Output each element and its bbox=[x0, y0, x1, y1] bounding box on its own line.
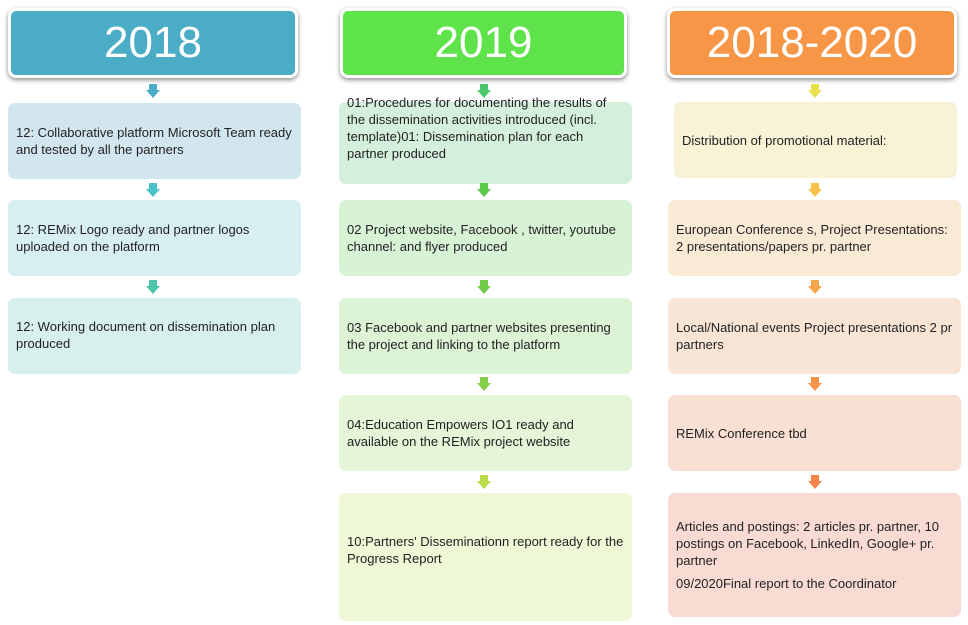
down-arrow-icon bbox=[808, 377, 822, 391]
down-arrow-icon bbox=[146, 280, 160, 294]
milestone-card: 04:Education Empowers IO1 ready and avai… bbox=[339, 395, 632, 471]
milestone-card: 03 Facebook and partner websites present… bbox=[339, 298, 632, 374]
milestone-card: 12: Collaborative platform Microsoft Tea… bbox=[8, 103, 301, 179]
column-header-2018-2020: 2018-2020 bbox=[667, 8, 957, 78]
down-arrow-icon bbox=[477, 475, 491, 489]
milestone-card: 12: REMix Logo ready and partner logos u… bbox=[8, 200, 301, 276]
milestone-card: European Conference s, Project Presentat… bbox=[668, 200, 961, 276]
milestone-card: 02 Project website, Facebook , twitter, … bbox=[339, 200, 632, 276]
milestone-text: 12: REMix Logo ready and partner logos u… bbox=[16, 222, 250, 254]
milestone-text: 12: Collaborative platform Microsoft Tea… bbox=[16, 125, 292, 157]
down-arrow-icon bbox=[146, 183, 160, 197]
milestone-text: Distribution of promotional material: bbox=[682, 132, 887, 148]
column-header-2018: 2018 bbox=[8, 8, 298, 78]
column-header-2019: 2019 bbox=[340, 8, 627, 78]
milestone-text: 04:Education Empowers IO1 ready and avai… bbox=[347, 417, 574, 449]
down-arrow-icon bbox=[477, 280, 491, 294]
milestone-text: Articles and postings: 2 articles pr. pa… bbox=[676, 519, 940, 568]
column-title: 2018-2020 bbox=[706, 18, 918, 67]
down-arrow-icon bbox=[146, 84, 160, 98]
milestone-card: 10:Partners' Disseminationn report ready… bbox=[339, 493, 632, 621]
down-arrow-icon bbox=[808, 475, 822, 489]
milestone-text: REMix Conference tbd bbox=[676, 425, 807, 441]
column-title: 2018 bbox=[104, 18, 202, 67]
milestone-text: 01:Procedures for documenting the result… bbox=[347, 95, 607, 161]
milestone-card: 12: Working document on dissemination pl… bbox=[8, 298, 301, 374]
down-arrow-icon bbox=[477, 183, 491, 197]
milestone-text: 03 Facebook and partner websites present… bbox=[347, 320, 611, 352]
down-arrow-icon bbox=[477, 84, 491, 98]
down-arrow-icon bbox=[808, 183, 822, 197]
down-arrow-icon bbox=[477, 377, 491, 391]
milestone-text: 10:Partners' Disseminationn report ready… bbox=[347, 534, 624, 566]
milestone-card: 01:Procedures for documenting the result… bbox=[339, 95, 632, 184]
milestone-text: 12: Working document on dissemination pl… bbox=[16, 319, 276, 351]
down-arrow-icon bbox=[808, 280, 822, 294]
column-title: 2019 bbox=[434, 18, 533, 67]
down-arrow-icon bbox=[808, 84, 822, 98]
milestone-text: 02 Project website, Facebook , twitter, … bbox=[347, 222, 616, 254]
milestone-text: 09/2020Final report to the Coordinator bbox=[676, 576, 897, 591]
milestone-card: Local/National events Project presentati… bbox=[668, 298, 961, 374]
milestone-card: Articles and postings: 2 articles pr. pa… bbox=[668, 493, 961, 617]
milestone-card: Distribution of promotional material: bbox=[674, 102, 957, 178]
milestone-text: European Conference s, Project Presentat… bbox=[676, 222, 948, 254]
milestone-card: REMix Conference tbd bbox=[668, 395, 961, 471]
milestone-text: Local/National events Project presentati… bbox=[676, 320, 953, 352]
